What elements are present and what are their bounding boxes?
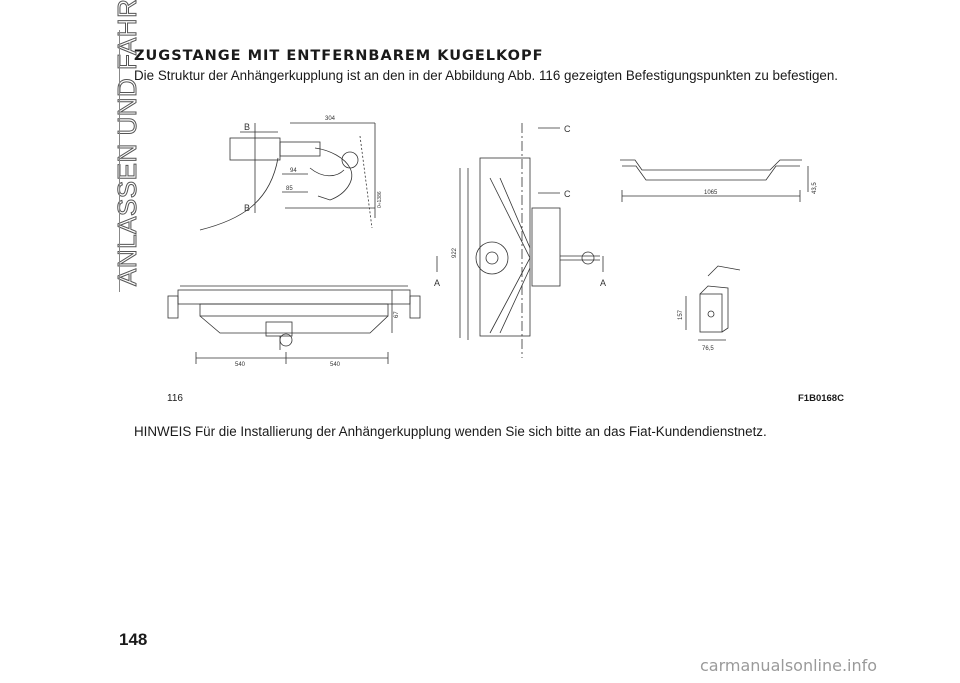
label-a-left: A bbox=[434, 278, 440, 288]
side-view-drawing bbox=[199, 122, 376, 231]
section-side-title: ANLASSEN UND FAHRT bbox=[82, 0, 143, 287]
top-view-drawing bbox=[436, 123, 604, 358]
note-paragraph: HINWEIS Für die Installierung der Anhäng… bbox=[134, 424, 767, 439]
label-a-right: A bbox=[600, 278, 606, 288]
side-divider bbox=[119, 30, 120, 292]
intro-paragraph: Die Struktur der Anhängerkupplung ist an… bbox=[134, 68, 839, 83]
dim-540-left: 540 bbox=[235, 362, 246, 368]
dim-94: 94 bbox=[290, 168, 297, 174]
dim-76-5: 76,5 bbox=[702, 346, 714, 352]
watermark: carmanualsonline.info bbox=[700, 656, 878, 675]
dim-ground-clearance: 0÷1386 bbox=[377, 191, 383, 208]
dim-304: 304 bbox=[325, 116, 336, 122]
dim-43-5: 43,5 bbox=[812, 182, 818, 194]
rear-view-drawing bbox=[167, 285, 421, 364]
figure-code: F1B0168C bbox=[798, 393, 844, 404]
label-c-bottom: C bbox=[564, 189, 571, 199]
figure-number: 116 bbox=[167, 393, 183, 404]
dim-85: 85 bbox=[286, 186, 293, 192]
towbar-technical-drawing: B B 304 94 85 0÷1386 67 540 540 922 C C … bbox=[167, 116, 818, 368]
dim-540-right: 540 bbox=[330, 362, 341, 368]
bumper-profile-drawing bbox=[620, 159, 809, 202]
dim-67: 67 bbox=[394, 311, 400, 318]
dim-922: 922 bbox=[452, 247, 458, 258]
label-b-bottom: B bbox=[244, 203, 250, 213]
label-b-top: B bbox=[244, 122, 250, 132]
section-detail-drawing bbox=[685, 265, 741, 341]
section-heading: ZUGSTANGE MIT ENTFERNBAREM KUGELKOPF bbox=[134, 48, 544, 64]
page-number: 148 bbox=[119, 630, 148, 649]
section-side-title-text: ANLASSEN UND FAHRT bbox=[112, 0, 143, 287]
dim-1065: 1065 bbox=[704, 190, 718, 196]
label-c-top: C bbox=[564, 124, 571, 134]
dim-157: 157 bbox=[678, 309, 684, 320]
